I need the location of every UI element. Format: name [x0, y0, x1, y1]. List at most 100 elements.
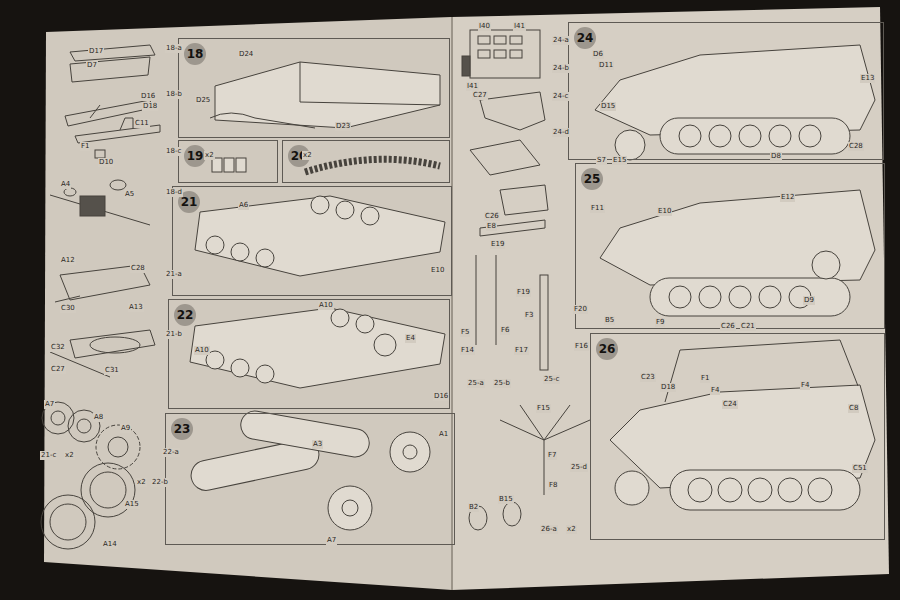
part-number: A5 [124, 190, 135, 199]
sub-step-number: 18-b [165, 90, 183, 99]
step-panel: 19 [178, 140, 278, 183]
hull-drawing [688, 478, 712, 502]
sub-assembly [50, 504, 86, 540]
step-panel: 20 [282, 140, 450, 183]
hull-drawing [679, 125, 701, 147]
part-number: I41 [513, 22, 526, 31]
small-parts [494, 50, 506, 58]
part-number: E8 [486, 222, 497, 231]
sub-step-number: 25-c [543, 375, 560, 384]
sub-step-number: 24-d [552, 128, 570, 137]
hull-drawing [212, 158, 222, 172]
hull-drawing [739, 125, 761, 147]
small-parts [462, 30, 590, 530]
part-number: F15 [536, 404, 551, 413]
hull-drawing [336, 201, 354, 219]
quantity-mark: x2 [566, 525, 577, 534]
part-number: F5 [460, 328, 470, 337]
sub-assembly [90, 337, 140, 353]
hull-drawing [748, 478, 772, 502]
part-number: A3 [312, 440, 323, 449]
small-parts [494, 36, 506, 44]
part-number: F8 [548, 481, 558, 490]
part-number: C28 [848, 142, 864, 151]
step-number: 18 [184, 43, 206, 65]
hull-drawing [188, 45, 875, 530]
part-number: D6 [592, 50, 604, 59]
part-number: C21 [740, 322, 756, 331]
hull-drawing [812, 251, 840, 279]
part-number: S7 [596, 156, 607, 165]
hull-drawing [660, 118, 850, 154]
part-number: C28 [130, 264, 146, 273]
part-number: I40 [478, 22, 491, 31]
sub-step-number: 21-b [165, 330, 183, 339]
hull-drawing [342, 500, 358, 516]
part-number: F3 [524, 311, 534, 320]
part-number: E10 [657, 207, 672, 216]
hull-drawing [236, 158, 246, 172]
sub-step-number: 22-b [151, 478, 169, 487]
part-number: A13 [128, 303, 144, 312]
part-number: C23 [640, 373, 656, 382]
part-number: D8 [770, 152, 782, 161]
small-parts [470, 140, 540, 175]
part-number: E10 [430, 266, 445, 275]
part-number: F14 [460, 346, 475, 355]
part-number: D10 [98, 158, 114, 167]
hull-drawing [670, 470, 860, 510]
sub-assembly [90, 105, 100, 118]
sub-step-number: 25-d [570, 463, 588, 472]
sub-assembly [77, 419, 91, 433]
booklet-pages [452, 7, 889, 590]
part-number: C31 [104, 366, 120, 375]
part-number: E13 [860, 74, 875, 83]
step-panel: 21 [172, 186, 452, 296]
sub-step-number: 25-b [493, 379, 511, 388]
small-parts [496, 255, 497, 345]
part-number: F20 [573, 305, 588, 314]
small-parts [500, 185, 548, 215]
hull-drawing [729, 286, 751, 308]
hull-drawing [328, 486, 372, 530]
part-number: A10 [318, 301, 334, 310]
part-number: F11 [590, 204, 605, 213]
part-number: B5 [604, 316, 615, 325]
hull-drawing [195, 196, 445, 276]
hull-drawing [331, 309, 349, 327]
booklet-pages [44, 17, 452, 590]
step-panel: 18 [178, 38, 450, 138]
hull-drawing [669, 286, 691, 308]
part-number: D18 [142, 102, 158, 111]
part-number: A6 [238, 201, 249, 210]
hull-drawing [305, 159, 440, 172]
sub-step-number: 24-a [552, 36, 570, 45]
small-parts [544, 420, 590, 440]
sub-assembly [41, 45, 160, 549]
sub-step-number: 24-b [552, 64, 570, 73]
sub-assembly [41, 495, 95, 549]
hull-drawing [709, 125, 731, 147]
sub-assembly [96, 425, 140, 469]
part-number: F6 [500, 326, 510, 335]
part-number: I41 [466, 82, 479, 91]
hull-drawing [231, 359, 249, 377]
sub-assembly [50, 195, 150, 225]
part-number: F19 [516, 288, 531, 297]
hull-drawing [778, 478, 802, 502]
small-parts [480, 92, 545, 130]
part-number: B2 [468, 503, 479, 512]
sub-assembly [110, 180, 126, 190]
part-number: F16 [574, 342, 589, 351]
part-number: A7 [326, 536, 337, 545]
part-number: C26 [484, 212, 500, 221]
small-parts [478, 36, 490, 44]
hull-drawing [356, 315, 374, 333]
part-number: D11 [598, 61, 614, 70]
hull-drawing [256, 249, 274, 267]
quantity-mark: x2 [64, 451, 75, 460]
hull-drawing [231, 243, 249, 261]
step-number: 22 [174, 304, 196, 326]
sub-assembly [70, 57, 150, 82]
